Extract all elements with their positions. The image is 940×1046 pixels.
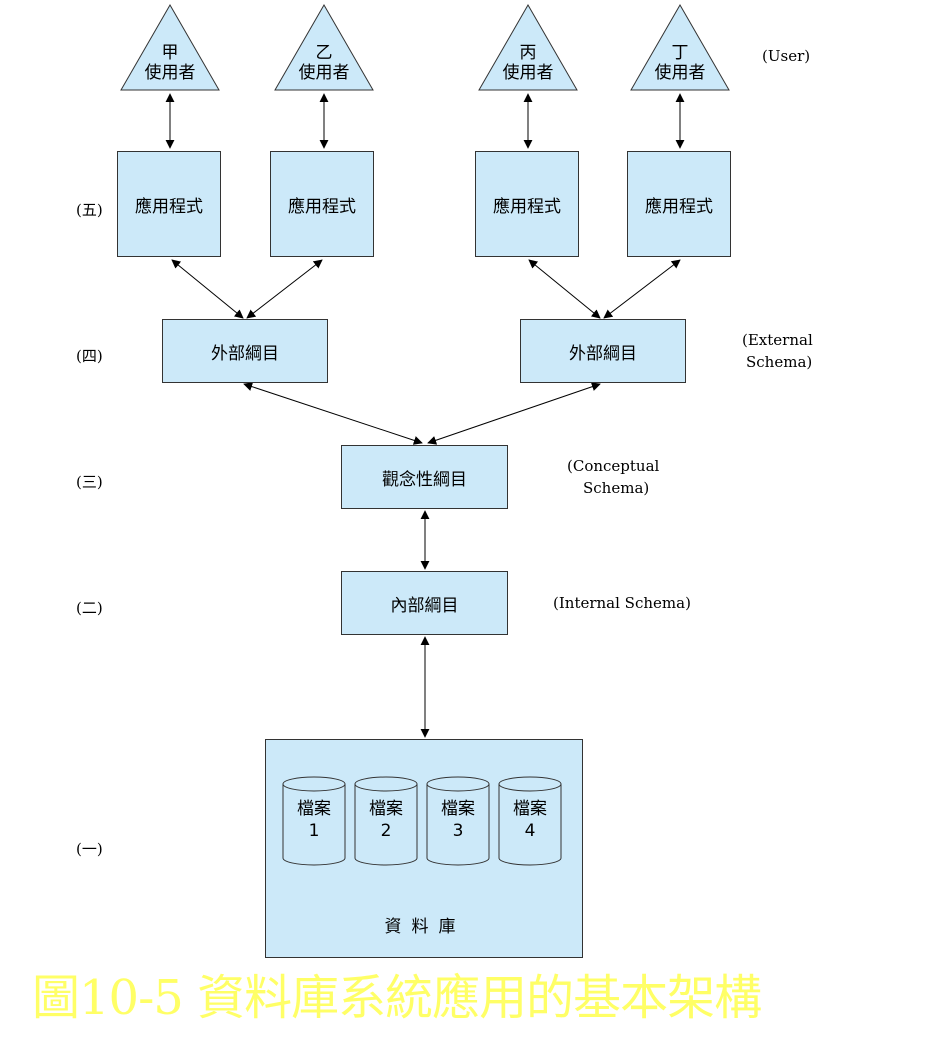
level-label-4: (四) — [76, 347, 103, 365]
level-label-3: (三) — [76, 473, 103, 491]
user-name: 甲 — [161, 43, 179, 63]
user-name: 乙 — [315, 43, 333, 63]
file-number: 2 — [380, 821, 392, 841]
user-role: 使用者 — [298, 63, 350, 83]
external-schema-box: 外部綱目 — [162, 319, 328, 383]
user-node-4: 丁使用者 — [631, 5, 729, 93]
database-label: 資料庫 — [384, 917, 466, 937]
file-name: 檔案 — [369, 799, 403, 819]
application-box: 應用程式 — [117, 151, 221, 257]
file-name: 檔案 — [297, 799, 331, 819]
user-triangle — [630, 3, 730, 91]
external-schema-box: 外部綱目 — [520, 319, 686, 383]
cylinder-shape — [498, 776, 562, 866]
user-name: 丙 — [519, 43, 537, 63]
file-number: 3 — [452, 821, 464, 841]
user-role: 使用者 — [144, 63, 196, 83]
cylinder-shape — [282, 776, 346, 866]
internal-schema-box: 內部綱目 — [341, 571, 508, 635]
cylinder-shape — [354, 776, 418, 866]
application-box: 應用程式 — [475, 151, 579, 257]
cylinder-shape — [426, 776, 490, 866]
user-role: 使用者 — [654, 63, 706, 83]
file-number: 4 — [524, 821, 536, 841]
figure-caption: 圖10-5 資料庫系統應用的基本架構 — [32, 970, 762, 1026]
conceptual-schema-box: 觀念性綱目 — [341, 445, 508, 509]
application-box: 應用程式 — [627, 151, 731, 257]
level-label-5: (五) — [76, 201, 103, 219]
user-label: (User) — [762, 47, 811, 65]
user-role: 使用者 — [502, 63, 554, 83]
user-name: 丁 — [671, 43, 689, 63]
user-triangle — [120, 3, 220, 91]
user-triangle — [478, 3, 578, 91]
level-label-2: (二) — [76, 599, 103, 617]
user-node-3: 丙使用者 — [479, 5, 577, 93]
file-name: 檔案 — [513, 799, 547, 819]
file-number: 1 — [308, 821, 320, 841]
level-label-1: (一) — [76, 840, 103, 858]
internal-schema-en-label: (Internal Schema) — [553, 594, 691, 612]
user-node-2: 乙使用者 — [275, 5, 373, 93]
user-triangle — [274, 3, 374, 91]
application-box: 應用程式 — [270, 151, 374, 257]
file-name: 檔案 — [441, 799, 475, 819]
user-node-1: 甲使用者 — [121, 5, 219, 93]
